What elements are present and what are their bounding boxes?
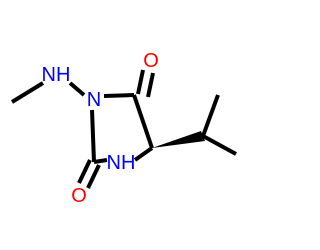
atom-ring-n1h: NH xyxy=(107,152,136,174)
bond-isopropyl-methyl-up xyxy=(201,94,220,137)
bond-c2-o-double-b xyxy=(86,164,101,189)
bond-n3-c4 xyxy=(103,93,135,98)
bond-c4-o-double-a xyxy=(136,69,145,95)
bond-amine-ring-n3 xyxy=(68,81,86,97)
atom-amine-nh: NH xyxy=(42,64,71,86)
bond-methyl-amine xyxy=(10,81,45,104)
atom-oxygen-c4: O xyxy=(143,50,159,72)
bond-c5-n1 xyxy=(133,146,154,162)
bond-c2-n3 xyxy=(90,109,96,163)
stereo-wedge-bond xyxy=(152,131,205,148)
bond-c2-o-double-a xyxy=(77,159,92,184)
bond-n1-c2 xyxy=(93,158,108,164)
atom-oxygen-c2: O xyxy=(71,185,87,207)
chemical-structure-diagram: NH N NH O O xyxy=(10,50,237,207)
bond-c4-o-double-b xyxy=(146,72,155,98)
atom-ring-n3: N xyxy=(87,89,101,111)
bond-c4-c5 xyxy=(132,94,154,149)
bond-isopropyl-methyl-right xyxy=(202,134,237,156)
